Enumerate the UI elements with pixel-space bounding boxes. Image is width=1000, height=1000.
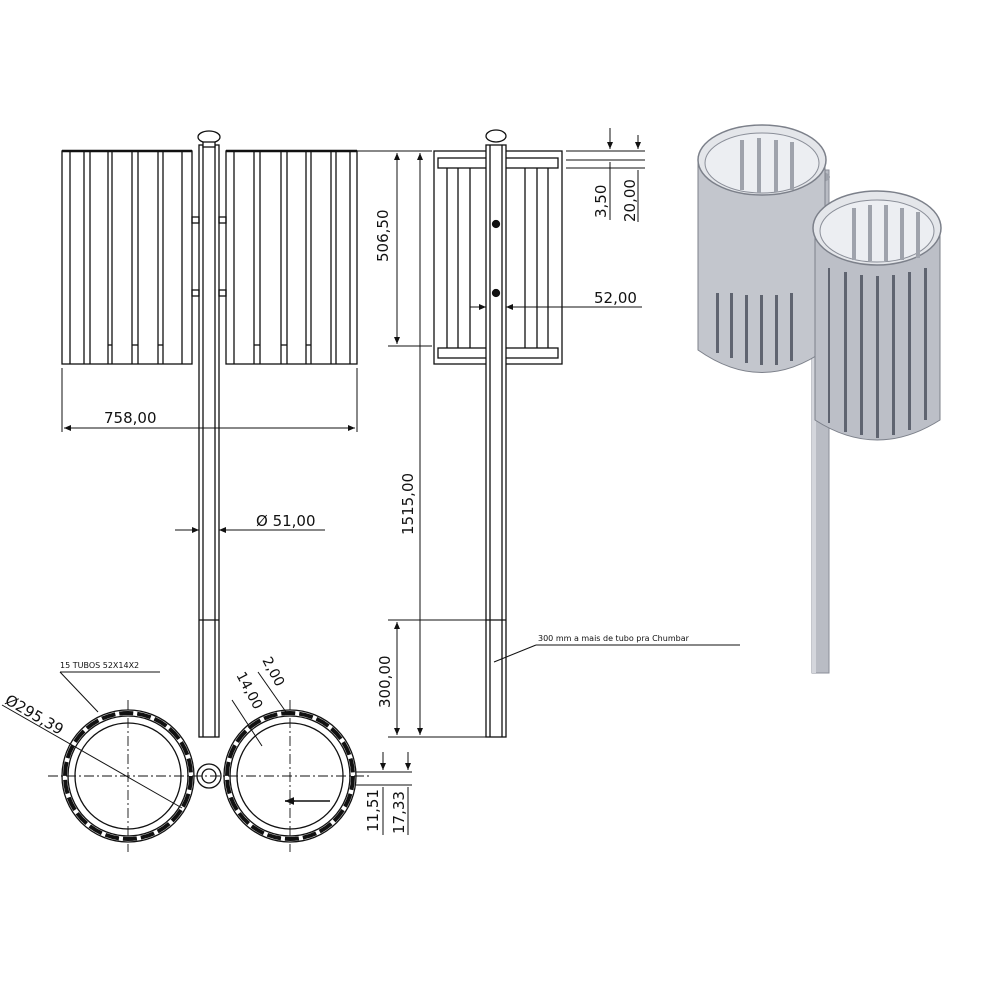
render-basket-front — [812, 190, 942, 441]
front-view — [61, 130, 358, 738]
dim-total-height: 1515,00 — [399, 473, 417, 535]
dim-overall-width: 758,00 — [104, 409, 157, 427]
dim-top-offset-1: 3,50 — [592, 185, 610, 218]
render-basket-back — [697, 124, 827, 373]
dim-slat-gap: 2,00 — [258, 654, 287, 689]
dim-ring-offset-2: 17,33 — [390, 791, 408, 834]
dim-basket-diameter: Ø295,39 — [2, 691, 67, 739]
front-pole — [191, 130, 227, 738]
dim-pole-diameter: Ø 51,00 — [256, 512, 316, 530]
front-left-basket — [61, 149, 193, 365]
dim-bolt-spacing: 52,00 — [594, 289, 637, 307]
top-view — [48, 700, 372, 852]
dim-basket-height: 506,50 — [374, 210, 392, 263]
note-embed: 300 mm a mais de tubo pra Chumbar — [538, 634, 690, 643]
render-3d — [697, 124, 942, 674]
note-tube-spec: 15 TUBOS 52X14X2 — [60, 661, 139, 670]
dim-ring-offset-1: 11,51 — [364, 789, 382, 832]
dim-embed-depth: 300,00 — [376, 656, 394, 709]
side-view — [433, 129, 563, 738]
dim-top-offset-2: 20,00 — [621, 179, 639, 222]
front-right-basket — [225, 149, 358, 365]
dimension-labels: 758,00 506,50 1515,00 300,00 Ø 51,00 3,5… — [2, 179, 690, 834]
dimension-lines — [1, 128, 740, 835]
